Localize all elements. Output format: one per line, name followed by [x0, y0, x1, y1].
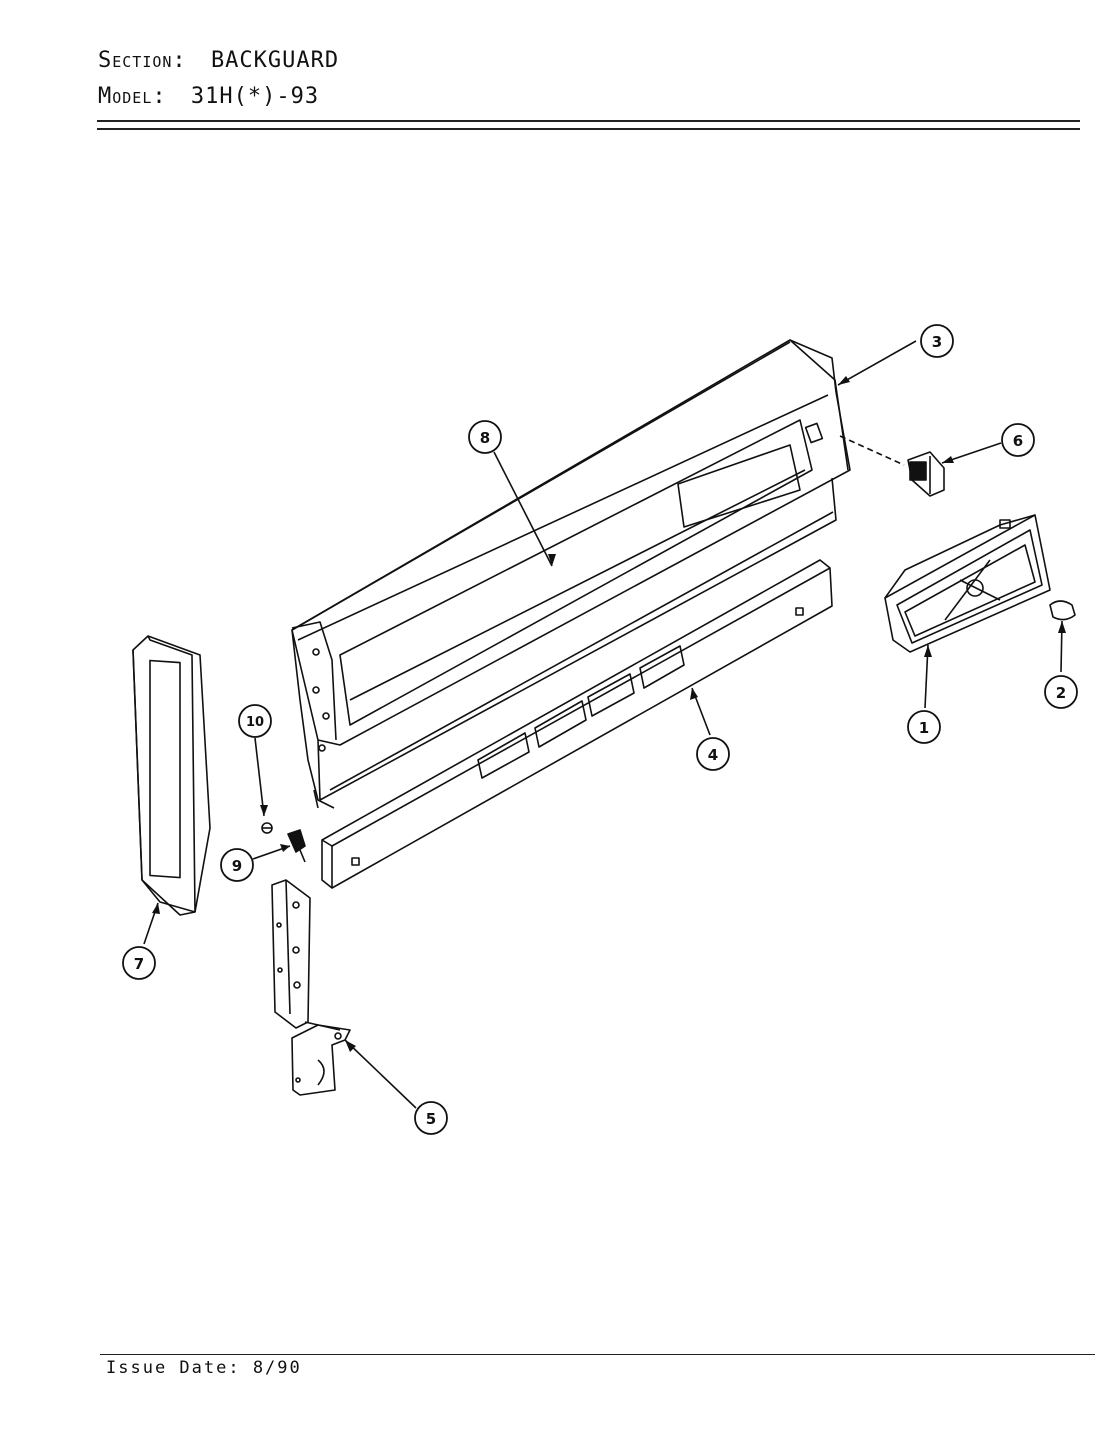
callout-label-8: 8: [480, 429, 490, 447]
callout-label-2: 2: [1056, 684, 1066, 702]
callout-label-9: 9: [232, 857, 242, 875]
callout-9: 9: [220, 848, 254, 882]
mounting-brackets: [271, 879, 351, 1096]
section-heading: Section: BACKGUARD: [98, 48, 339, 73]
clock-bezel: [884, 514, 1051, 653]
screws: [261, 822, 306, 863]
callout-10: 10: [238, 704, 272, 738]
callout-3: 3: [920, 324, 954, 358]
callout-label-6: 6: [1013, 432, 1023, 450]
callout-8: 8: [468, 420, 502, 454]
end-trim: [132, 635, 211, 916]
callout-label-1: 1: [919, 719, 929, 737]
clock-knob: [1049, 600, 1076, 621]
callout-7: 7: [122, 946, 156, 980]
header-rule-top: [97, 120, 1080, 122]
section-label: Section:: [98, 48, 187, 73]
callout-6: 6: [1001, 423, 1035, 457]
callout-1: 1: [907, 710, 941, 744]
callout-5: 5: [414, 1101, 448, 1135]
callout-label-10: 10: [246, 715, 264, 730]
footer-rule: [100, 1354, 1095, 1355]
section-value: BACKGUARD: [210, 48, 340, 73]
callout-label-5: 5: [426, 1110, 436, 1128]
callout-label-3: 3: [932, 333, 942, 351]
backguard-panel: [291, 339, 851, 809]
header-rule-bottom: [97, 128, 1080, 130]
issue-date: Issue Date: 8/90: [106, 1358, 302, 1378]
model-label: Model:: [98, 84, 167, 109]
callout-4: 4: [696, 737, 730, 771]
callout-label-4: 4: [708, 746, 718, 764]
trim-strip: [321, 559, 833, 889]
rocker-switch: [907, 451, 945, 497]
model-heading: Model: 31H(*)-93: [98, 84, 319, 109]
callout-label-7: 7: [134, 955, 144, 973]
model-value: 31H(*)-93: [190, 84, 320, 109]
callout-2: 2: [1044, 675, 1078, 709]
